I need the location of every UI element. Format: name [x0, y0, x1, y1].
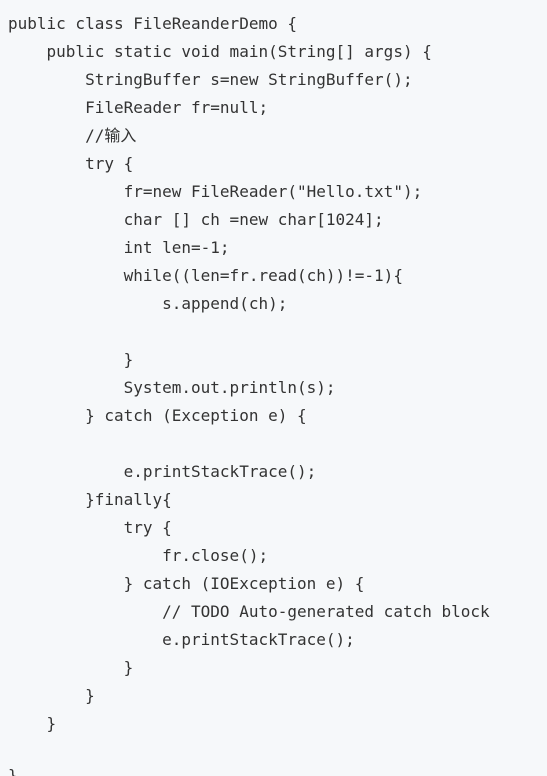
code-line-17: e.printStackTrace(); — [8, 462, 317, 481]
code-line-18: }finally{ — [8, 490, 172, 509]
code-line-23: e.printStackTrace(); — [8, 630, 355, 649]
code-line-1: public class FileReanderDemo { — [8, 14, 297, 33]
code-line-6: try { — [8, 154, 134, 173]
code-line-20: fr.close(); — [8, 546, 269, 565]
code-line-21: } catch (IOException e) { — [8, 574, 365, 593]
code-line-28: } — [8, 766, 18, 776]
code-line-10: while((len=fr.read(ch))!=-1){ — [8, 266, 403, 285]
code-line-19: try { — [8, 518, 172, 537]
code-line-14: System.out.println(s); — [8, 378, 336, 397]
code-line-24: } — [8, 658, 134, 677]
code-line-5: //输入 — [8, 126, 137, 145]
code-line-15: } catch (Exception e) { — [8, 406, 307, 425]
code-line-3: StringBuffer s=new StringBuffer(); — [8, 70, 413, 89]
code-line-25: } — [8, 686, 95, 705]
code-line-2: public static void main(String[] args) { — [8, 42, 432, 61]
code-line-13: } — [8, 350, 134, 369]
code-line-7: fr=new FileReader("Hello.txt"); — [8, 182, 423, 201]
code-line-4: FileReader fr=null; — [8, 98, 269, 117]
code-line-26: } — [8, 714, 57, 733]
code-line-9: int len=-1; — [8, 238, 230, 257]
code-line-22: // TODO Auto-generated catch block — [8, 602, 490, 621]
code-line-11: s.append(ch); — [8, 294, 288, 313]
code-line-8: char [] ch =new char[1024]; — [8, 210, 384, 229]
